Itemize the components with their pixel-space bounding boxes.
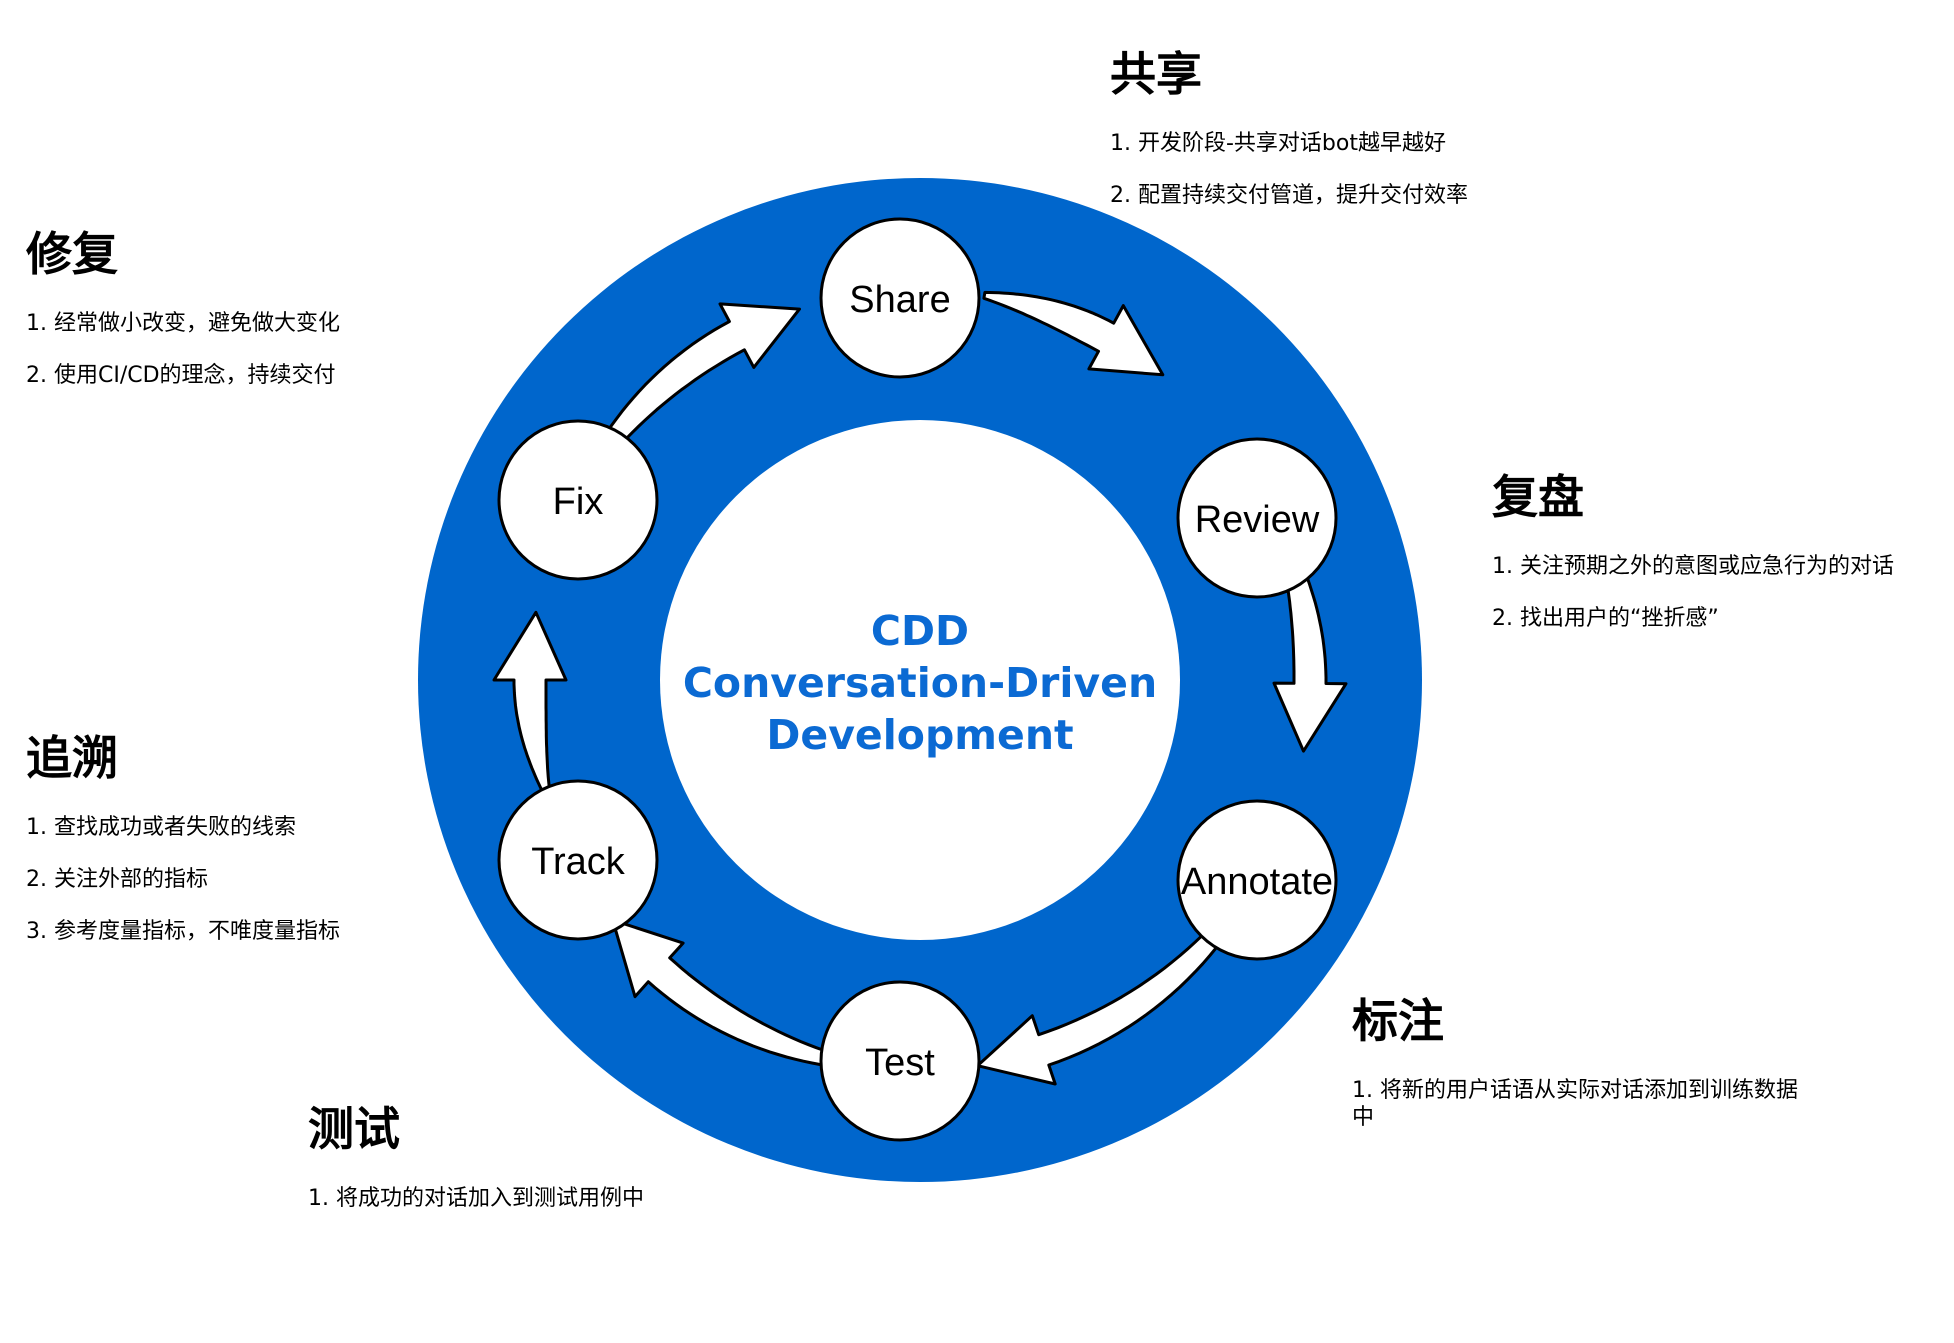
section-track: 追溯 1. 查找成功或者失败的线索 2. 关注外部的指标 3. 参考度量指标，不… [26,730,340,970]
arrow-test-to-track [611,918,875,1072]
node-fix-label: Fix [553,481,604,523]
arrow-share-to-review [982,290,1165,377]
section-test-title: 测试 [308,1102,400,1156]
node-annotate-label: Annotate [1181,861,1333,903]
section-track-item-1: 1. 查找成功或者失败的线索 [26,815,296,840]
node-share[interactable]: Share [819,217,981,379]
section-share-item-1: 1. 开发阶段-共享对话bot越早越好 [1110,131,1446,156]
section-share-title: 共享 [1110,47,1202,101]
section-annotate-list: 1. 将新的用户话语从实际对话添加到训练数据中 [1352,1077,1802,1131]
section-test-list: 1. 将成功的对话加入到测试用例中 [308,1185,644,1212]
section-track-item-3: 3. 参考度量指标，不唯度量指标 [26,919,340,944]
node-track-label: Track [531,841,626,883]
section-annotate-title: 标注 [1352,994,1444,1048]
node-review-label: Review [1195,499,1320,541]
section-review-item-1: 1. 关注预期之外的意图或应急行为的对话 [1492,554,1894,579]
section-fix-list: 1. 经常做小改变，避免做大变化 2. 使用CI/CD的理念，持续交付 [26,310,340,389]
section-track-list: 1. 查找成功或者失败的线索 2. 关注外部的指标 3. 参考度量指标，不唯度量… [26,814,340,945]
node-test-label: Test [865,1042,935,1084]
node-share-label: Share [849,279,950,321]
section-review: 复盘 1. 关注预期之外的意图或应急行为的对话 2. 找出用户的“挫折感” [1492,469,1894,657]
center-title-conversation-driven: Conversation-Driven [683,659,1157,707]
node-review[interactable]: Review [1176,437,1338,599]
section-track-title: 追溯 [26,731,118,785]
section-test-item-1: 1. 将成功的对话加入到测试用例中 [308,1186,644,1211]
section-test: 测试 1. 将成功的对话加入到测试用例中 [308,1101,644,1237]
node-annotate[interactable]: Annotate [1176,799,1338,961]
section-fix-title: 修复 [26,227,118,281]
section-review-title: 复盘 [1492,470,1584,524]
section-share-list: 1. 开发阶段-共享对话bot越早越好 2. 配置持续交付管道，提升交付效率 [1110,130,1468,209]
section-track-item-2: 2. 关注外部的指标 [26,867,208,892]
section-fix-item-2: 2. 使用CI/CD的理念，持续交付 [26,363,336,388]
center-title-cdd: CDD [871,607,969,655]
section-review-item-2: 2. 找出用户的“挫折感” [1492,606,1719,631]
center-title-development: Development [766,711,1073,759]
section-fix-item-1: 1. 经常做小改变，避免做大变化 [26,311,340,336]
node-track[interactable]: Track [497,779,659,941]
inner-circle [660,420,1180,940]
node-fix[interactable]: Fix [497,419,659,581]
section-share: 共享 1. 开发阶段-共享对话bot越早越好 2. 配置持续交付管道，提升交付效… [1110,46,1468,234]
section-annotate: 标注 1. 将新的用户话语从实际对话添加到训练数据中 [1352,993,1802,1156]
section-review-list: 1. 关注预期之外的意图或应急行为的对话 2. 找出用户的“挫折感” [1492,553,1894,632]
node-test[interactable]: Test [819,980,981,1142]
section-share-item-2: 2. 配置持续交付管道，提升交付效率 [1110,183,1468,208]
section-fix: 修复 1. 经常做小改变，避免做大变化 2. 使用CI/CD的理念，持续交付 [26,226,340,414]
section-annotate-item-1: 1. 将新的用户话语从实际对话添加到训练数据中 [1352,1078,1798,1130]
arrow-track-to-fix [492,610,568,797]
